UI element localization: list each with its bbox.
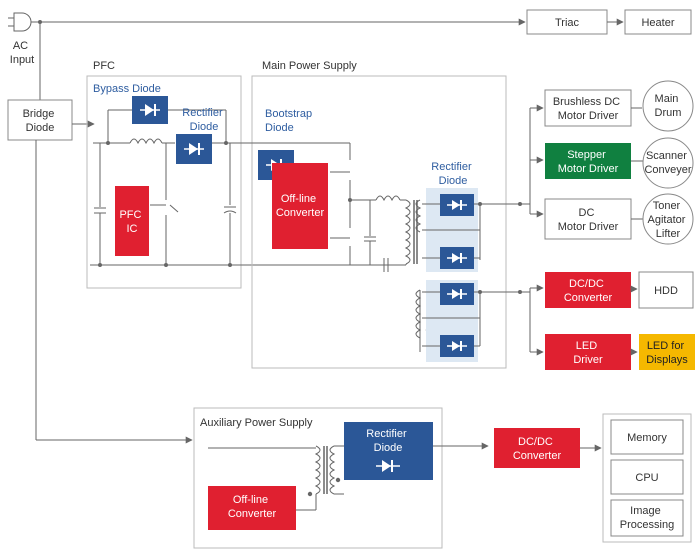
main-power-supply-group <box>251 75 507 369</box>
aux-rectifier-diode-icon <box>376 460 400 472</box>
main-rectifier-diode-1-icon <box>447 200 467 210</box>
auxiliary-power-supply-group <box>193 407 443 549</box>
memory-box <box>610 419 684 455</box>
main-offline-converter <box>272 163 328 249</box>
aux-dcdc-converter <box>494 428 580 468</box>
led-driver-label: LED Driver <box>573 340 603 366</box>
heater-box <box>624 9 692 35</box>
led-displays <box>639 334 695 370</box>
main-power-supply-title: Main Power Supply <box>262 60 357 72</box>
pfc-circuit <box>90 109 400 267</box>
led-driver <box>545 334 631 370</box>
dc-motor-driver <box>544 198 632 240</box>
main-rectifier-diode-4-icon <box>447 341 467 351</box>
aux-circuit <box>208 442 489 510</box>
toner-agitator-label: Toner Agitator Lifter <box>648 200 689 240</box>
aux-rectifier-diode <box>344 422 433 480</box>
main-dcdc-converter-label: DC/DC Converter <box>564 278 613 304</box>
bridge-diode-label: Bridge Diode <box>23 108 58 134</box>
pfc-ic <box>115 186 149 256</box>
image-processing-label: Image Processing <box>620 505 674 531</box>
scanner-conveyer-motor <box>642 137 694 189</box>
stepper-motor-driver-label: Stepper Motor Driver <box>558 149 619 175</box>
pfc-group <box>86 75 242 289</box>
aux-offline-converter-label: Off-line Converter <box>228 494 277 520</box>
aux-dcdc-converter-label: DC/DC Converter <box>513 436 562 462</box>
led-displays-label: LED for Displays <box>646 340 688 366</box>
image-processing-box <box>610 499 684 537</box>
pfc-rectifier-diode-icon <box>184 143 204 155</box>
main-offline-converter-label: Off-line Converter <box>276 193 325 219</box>
logic-bus <box>518 284 544 356</box>
main-drum-label: Main Drum <box>655 93 682 119</box>
motor-bus <box>518 104 544 218</box>
ac-plug-icon <box>8 12 36 32</box>
stepper-motor-driver <box>545 143 631 179</box>
hdd-box <box>638 271 694 309</box>
memory-label: Memory <box>627 432 667 444</box>
main-drum-motor <box>642 80 694 132</box>
cpu-label: CPU <box>635 472 658 484</box>
bootstrap-diode-label: Bootstrap Diode <box>265 108 315 134</box>
aux-offline-converter <box>208 486 296 530</box>
ac-input-label: AC Input <box>10 40 34 66</box>
triac-label: Triac <box>555 17 580 29</box>
bypass-diode-label: Bypass Diode <box>93 83 161 95</box>
brushless-motor-driver-label: Brushless DC Motor Driver <box>553 96 623 122</box>
pfc-ic-label: PFC IC <box>119 209 144 235</box>
aux-rectifier-diode-label: Rectifier Diode <box>366 428 409 454</box>
main-rectifier-wiring <box>422 202 520 347</box>
main-rectifier-diode-3-icon <box>447 289 467 299</box>
main-circuit <box>248 142 431 352</box>
bridge-diode-box <box>7 99 73 141</box>
main-rectifier-label: Rectifier Diode <box>431 161 474 187</box>
toner-agitator-motor <box>642 193 694 245</box>
heater-label: Heater <box>641 17 674 29</box>
hdd-label: HDD <box>654 285 678 297</box>
brushless-motor-driver <box>544 89 632 127</box>
cpu-box <box>610 459 684 495</box>
main-rectifier-diode-2-icon <box>447 253 467 263</box>
scanner-conveyer-label: Scanner Conveyer <box>644 150 691 176</box>
pfc-title: PFC <box>93 60 115 72</box>
main-dcdc-converter <box>545 272 631 308</box>
auxiliary-power-supply-title: Auxiliary Power Supply <box>200 417 313 429</box>
dc-motor-driver-label: DC Motor Driver <box>558 207 619 233</box>
bypass-diode-icon <box>140 104 160 116</box>
pfc-rectifier-label: Rectifier Diode <box>182 107 225 133</box>
